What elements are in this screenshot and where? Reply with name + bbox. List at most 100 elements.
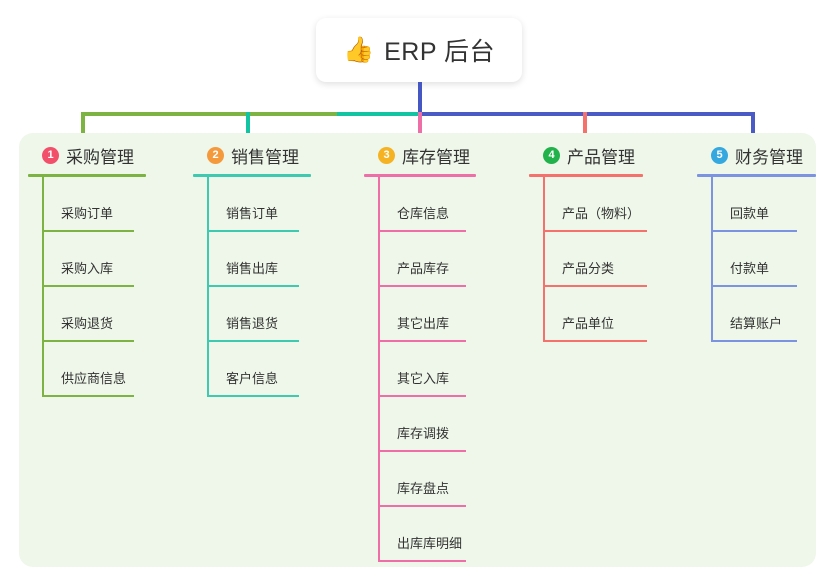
branch-item-label: 销售退货	[226, 316, 279, 331]
branch-item[interactable]: 销售订单	[193, 177, 353, 232]
branch-header-2[interactable]: 2 销售管理	[193, 144, 353, 167]
connector-drop-1	[81, 112, 85, 146]
branch-item-underline	[378, 230, 466, 232]
branch-item-label: 产品（物料）	[562, 206, 641, 221]
branch-items: 产品（物料） 产品分类产品单位	[529, 177, 694, 342]
connector-root-stem	[418, 82, 422, 114]
branch-title: 产品管理	[567, 147, 635, 167]
branch-item-label: 其它出库	[397, 316, 450, 331]
branch-item-underline	[711, 230, 797, 232]
branch-item[interactable]: 采购订单	[28, 177, 188, 232]
branch-column-3: 3 库存管理仓库信息产品库存其它出库其它入库库存调拨库存盘点出库库明细	[364, 144, 524, 562]
branch-spine	[207, 177, 209, 397]
branch-item[interactable]: 客户信息	[193, 342, 353, 397]
branch-spine	[543, 177, 545, 342]
branch-column-5: 5 财务管理回款单付款单结算账户	[697, 144, 837, 342]
thumbs-up-icon: 👍	[342, 35, 375, 64]
branch-item-label: 出库库明细	[397, 536, 463, 551]
branch-item-label: 客户信息	[226, 371, 279, 386]
connector-bar-left	[81, 112, 337, 116]
connector-bar-mid	[337, 112, 418, 116]
root-node-title: ERP 后台	[384, 38, 496, 66]
branch-item-label: 其它入库	[397, 371, 450, 386]
branch-item[interactable]: 付款单	[697, 232, 837, 287]
branch-number-badge: 5	[711, 146, 728, 164]
branch-item-underline	[207, 340, 299, 342]
branch-items: 仓库信息产品库存其它出库其它入库库存调拨库存盘点出库库明细	[364, 177, 524, 562]
branch-item-label: 销售出库	[226, 261, 279, 276]
branch-item-underline	[711, 285, 797, 287]
branch-item[interactable]: 出库库明细	[364, 507, 524, 562]
connector-drop-2	[246, 112, 250, 146]
branch-underline	[193, 174, 311, 177]
branch-spine	[378, 177, 380, 562]
branch-header-5[interactable]: 5 财务管理	[697, 144, 837, 167]
connector-drop-3	[418, 112, 422, 146]
branch-item-underline	[543, 230, 647, 232]
branch-item-label: 仓库信息	[397, 206, 450, 221]
branch-item-underline	[42, 340, 134, 342]
branch-item[interactable]: 仓库信息	[364, 177, 524, 232]
branch-item-underline	[543, 340, 647, 342]
branch-item-underline	[378, 505, 466, 507]
branch-item-underline	[42, 395, 134, 397]
branch-header-3[interactable]: 3 库存管理	[364, 144, 524, 167]
branch-title: 库存管理	[402, 147, 470, 167]
branch-item[interactable]: 产品单位	[529, 287, 694, 342]
branch-item-label: 产品单位	[562, 316, 615, 331]
branch-item[interactable]: 其它入库	[364, 342, 524, 397]
branch-items: 销售订单销售出库销售退货客户信息	[193, 177, 353, 397]
branch-item-underline	[378, 340, 466, 342]
branch-item-label: 销售订单	[226, 206, 279, 221]
branch-item[interactable]: 销售出库	[193, 232, 353, 287]
diagram-panel	[19, 133, 816, 567]
branch-title: 销售管理	[231, 147, 299, 167]
branch-item-underline	[711, 340, 797, 342]
branch-item-underline	[378, 395, 466, 397]
branch-item-underline	[207, 230, 299, 232]
branch-item[interactable]: 其它出库	[364, 287, 524, 342]
branch-item[interactable]: 产品分类	[529, 232, 694, 287]
branch-item-label: 供应商信息	[61, 371, 127, 386]
branch-item[interactable]: 采购入库	[28, 232, 188, 287]
branch-item[interactable]: 产品库存	[364, 232, 524, 287]
branch-number-badge: 3	[378, 146, 395, 164]
branch-title: 财务管理	[735, 147, 803, 167]
branch-item[interactable]: 库存调拨	[364, 397, 524, 452]
branch-item-label: 产品库存	[397, 261, 450, 276]
branch-item-underline	[42, 230, 134, 232]
branch-item[interactable]: 库存盘点	[364, 452, 524, 507]
branch-underline	[529, 174, 643, 177]
branch-item-underline	[207, 285, 299, 287]
branch-spine	[711, 177, 713, 342]
branch-item-label: 库存盘点	[397, 481, 450, 496]
branch-column-2: 2 销售管理销售订单销售出库销售退货客户信息	[193, 144, 353, 397]
branch-number-badge: 1	[42, 146, 59, 164]
branch-item[interactable]: 结算账户	[697, 287, 837, 342]
branch-item-label: 回款单	[730, 206, 770, 221]
connector-drop-4	[583, 112, 587, 146]
branch-item-underline	[543, 285, 647, 287]
branch-item-underline	[42, 285, 134, 287]
branch-spine	[42, 177, 44, 397]
branch-underline	[364, 174, 476, 177]
connector-drop-5	[751, 112, 755, 146]
branch-item[interactable]: 产品（物料）	[529, 177, 694, 232]
branch-item[interactable]: 供应商信息	[28, 342, 188, 397]
branch-item-label: 采购订单	[61, 206, 114, 221]
branch-item-label: 结算账户	[730, 316, 783, 331]
branch-number-badge: 2	[207, 146, 224, 164]
branch-item[interactable]: 销售退货	[193, 287, 353, 342]
branch-underline	[697, 174, 816, 177]
branch-items: 采购订单采购入库采购退货供应商信息	[28, 177, 188, 397]
branch-item-label: 采购退货	[61, 316, 114, 331]
branch-item[interactable]: 采购退货	[28, 287, 188, 342]
branch-item-underline	[207, 395, 299, 397]
branch-item-underline	[378, 285, 466, 287]
branch-item[interactable]: 回款单	[697, 177, 837, 232]
root-node[interactable]: 👍 ERP 后台	[316, 18, 522, 82]
